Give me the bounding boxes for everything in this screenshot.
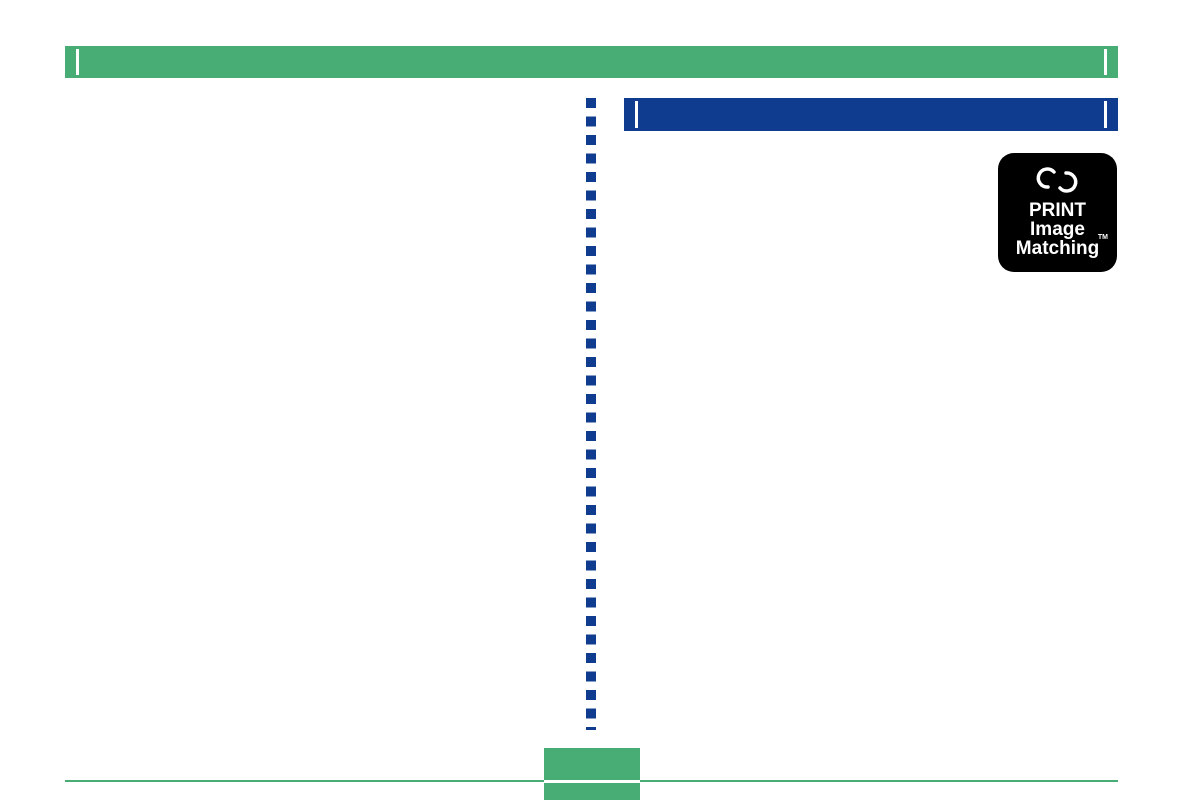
trademark-symbol: TM (1097, 234, 1108, 241)
header-bar-notch-left (76, 49, 79, 75)
page-tab-divider (544, 780, 640, 783)
linked-rings-icon (1036, 167, 1078, 193)
print-image-matching-logo: PRINT Image Matching TM (998, 153, 1117, 272)
logo-wordmark: PRINT Image Matching (998, 201, 1117, 258)
logo-line-image: Image (1030, 219, 1085, 240)
header-bar (65, 46, 1118, 78)
page-number-tab (544, 748, 640, 800)
column-divider (586, 98, 596, 730)
header-bar-notch-right (1104, 49, 1107, 75)
section-bar-notch-left (635, 101, 638, 128)
logo-line-matching: Matching (1015, 238, 1100, 259)
section-bar-notch-right (1104, 101, 1107, 128)
logo-line-print: PRINT (1029, 200, 1086, 221)
section-heading-bar (624, 98, 1118, 131)
